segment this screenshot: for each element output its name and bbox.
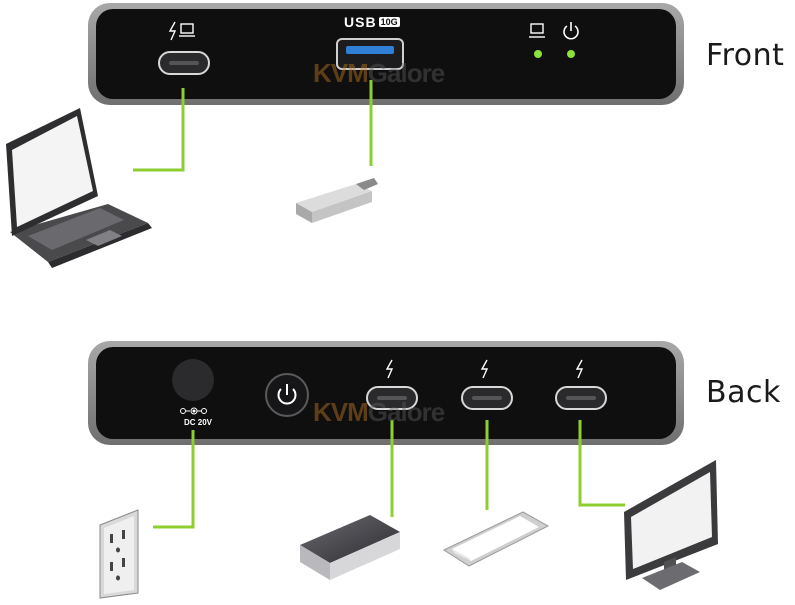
cable-laptop — [133, 88, 185, 172]
usb-label-text: USB — [344, 14, 377, 30]
usb-c-port-front[interactable] — [158, 51, 210, 75]
watermark-brand-a: KVM — [313, 58, 369, 88]
thunderbolt-icon — [385, 359, 394, 379]
power-button-icon — [277, 384, 297, 405]
thunderbolt-computer-icon — [168, 21, 195, 41]
power-icon — [563, 22, 579, 40]
watermark-back: KVMGalore — [313, 397, 445, 428]
back-label: Back — [706, 375, 781, 410]
thunderbolt-icon — [575, 359, 584, 379]
front-label: Front — [706, 38, 785, 73]
cable-power — [153, 430, 195, 529]
monitor-icon — [624, 460, 718, 590]
host-led — [534, 50, 542, 58]
power-button[interactable] — [265, 373, 309, 417]
watermark-brand-a: KVM — [313, 397, 369, 427]
external-drive-icon — [300, 515, 400, 580]
thunderbolt-port-3[interactable] — [555, 386, 607, 410]
dc-polarity-icon — [180, 407, 207, 415]
power-led — [567, 50, 575, 58]
wall-outlet-icon — [99, 509, 139, 599]
smartphone-icon — [442, 511, 550, 567]
watermark-brand-b: Galore — [367, 58, 445, 88]
thunderbolt-icon — [480, 359, 489, 379]
usb-a-port[interactable] — [336, 38, 404, 70]
cable-monitor — [578, 420, 625, 507]
dc-voltage-label: DC 20V — [183, 418, 212, 427]
thunderbolt-port-1[interactable] — [366, 386, 418, 410]
watermark-brand-b: Galore — [367, 397, 445, 427]
computer-icon — [529, 23, 545, 38]
thunderbolt-port-2[interactable] — [461, 386, 513, 410]
usb-flash-drive-icon — [296, 178, 378, 223]
usb-speed-badge: 10G — [378, 17, 400, 27]
dc-power-jack[interactable] — [172, 359, 214, 401]
laptop-icon — [6, 108, 152, 268]
watermark-front: KVMGalore — [313, 58, 445, 89]
